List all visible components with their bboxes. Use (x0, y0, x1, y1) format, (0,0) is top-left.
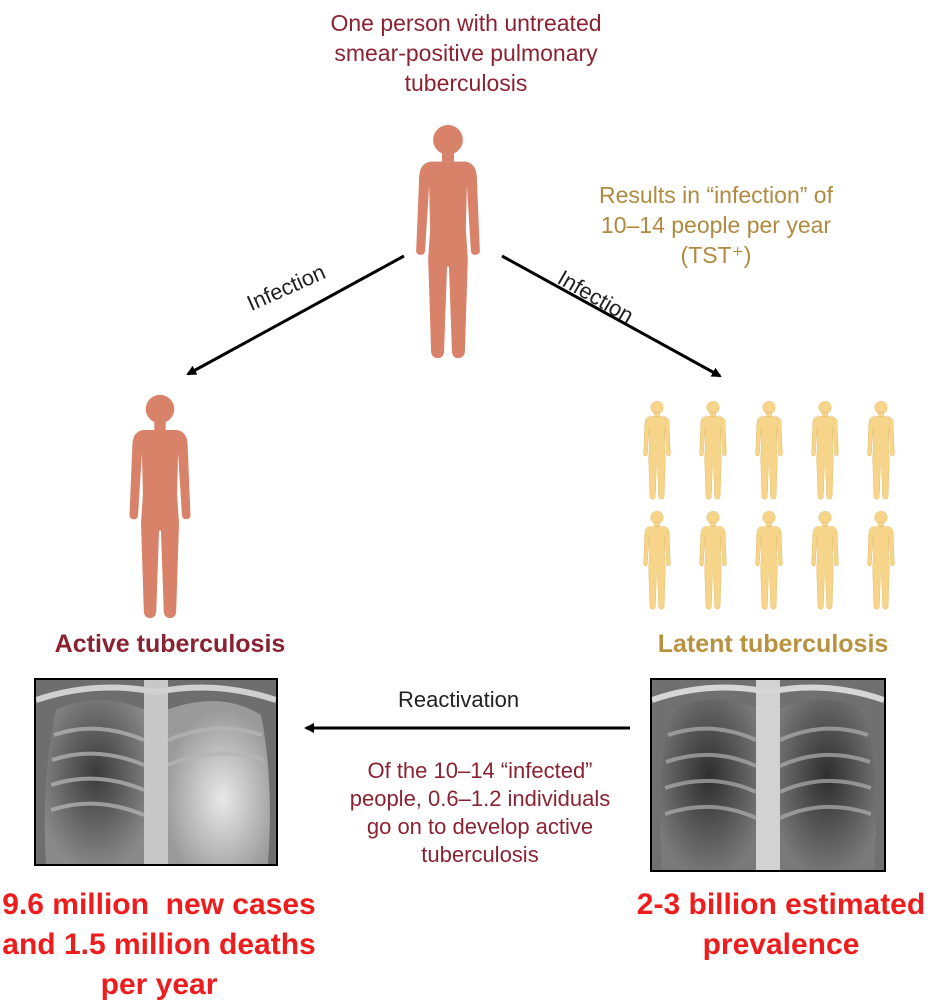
latent-tb-stats: 2-3 billion estimated prevalence (630, 885, 932, 965)
source-caption-line: One person with untreated (266, 8, 666, 38)
reactivation-caption-line: tuberculosis (330, 841, 630, 869)
latent-person-icon (644, 401, 671, 499)
source-person-icon (416, 125, 480, 358)
active-stat-line: per year (0, 965, 318, 1005)
active-tb-xray-image (34, 678, 278, 866)
latent-person-icon (812, 401, 839, 499)
infection-caption-line: 10–14 people per year (566, 210, 866, 240)
reactivation-caption: Of the 10–14 “infected” people, 0.6–1.2 … (330, 757, 630, 869)
infection-caption-line: Results in “infection” of (566, 180, 866, 210)
source-caption: One person with untreated smear-positive… (266, 8, 666, 98)
latent-stat-line: 2-3 billion estimated (630, 885, 932, 925)
latent-person-icon (644, 511, 671, 609)
active-tb-title: Active tuberculosis (20, 630, 320, 659)
infection-caption: Results in “infection” of 10–14 people p… (566, 180, 866, 270)
reactivation-caption-line: people, 0.6–1.2 individuals (330, 785, 630, 813)
infection-caption-line: (TST⁺) (566, 240, 866, 270)
latent-stat-line: prevalence (630, 925, 932, 965)
active-stat-line: and 1.5 million deaths (0, 925, 318, 965)
source-caption-line: smear-positive pulmonary (266, 38, 666, 68)
latent-people-grid (644, 401, 895, 609)
active-tb-stats: 9.6 million new cases and 1.5 million de… (0, 885, 318, 1005)
latent-tb-title: Latent tuberculosis (628, 630, 918, 659)
latent-tb-xray-image (650, 678, 886, 872)
latent-person-icon (756, 511, 783, 609)
latent-person-icon (756, 401, 783, 499)
latent-person-icon (868, 511, 895, 609)
reactivation-label: Reactivation (398, 687, 519, 713)
active-person-icon (129, 395, 190, 618)
reactivation-caption-line: Of the 10–14 “infected” (330, 757, 630, 785)
active-stat-line: 9.6 million new cases (0, 885, 318, 925)
reactivation-caption-line: go on to develop active (330, 813, 630, 841)
source-caption-line: tuberculosis (266, 68, 666, 98)
latent-person-icon (700, 511, 727, 609)
latent-person-icon (868, 401, 895, 499)
latent-person-icon (812, 511, 839, 609)
latent-person-icon (700, 401, 727, 499)
